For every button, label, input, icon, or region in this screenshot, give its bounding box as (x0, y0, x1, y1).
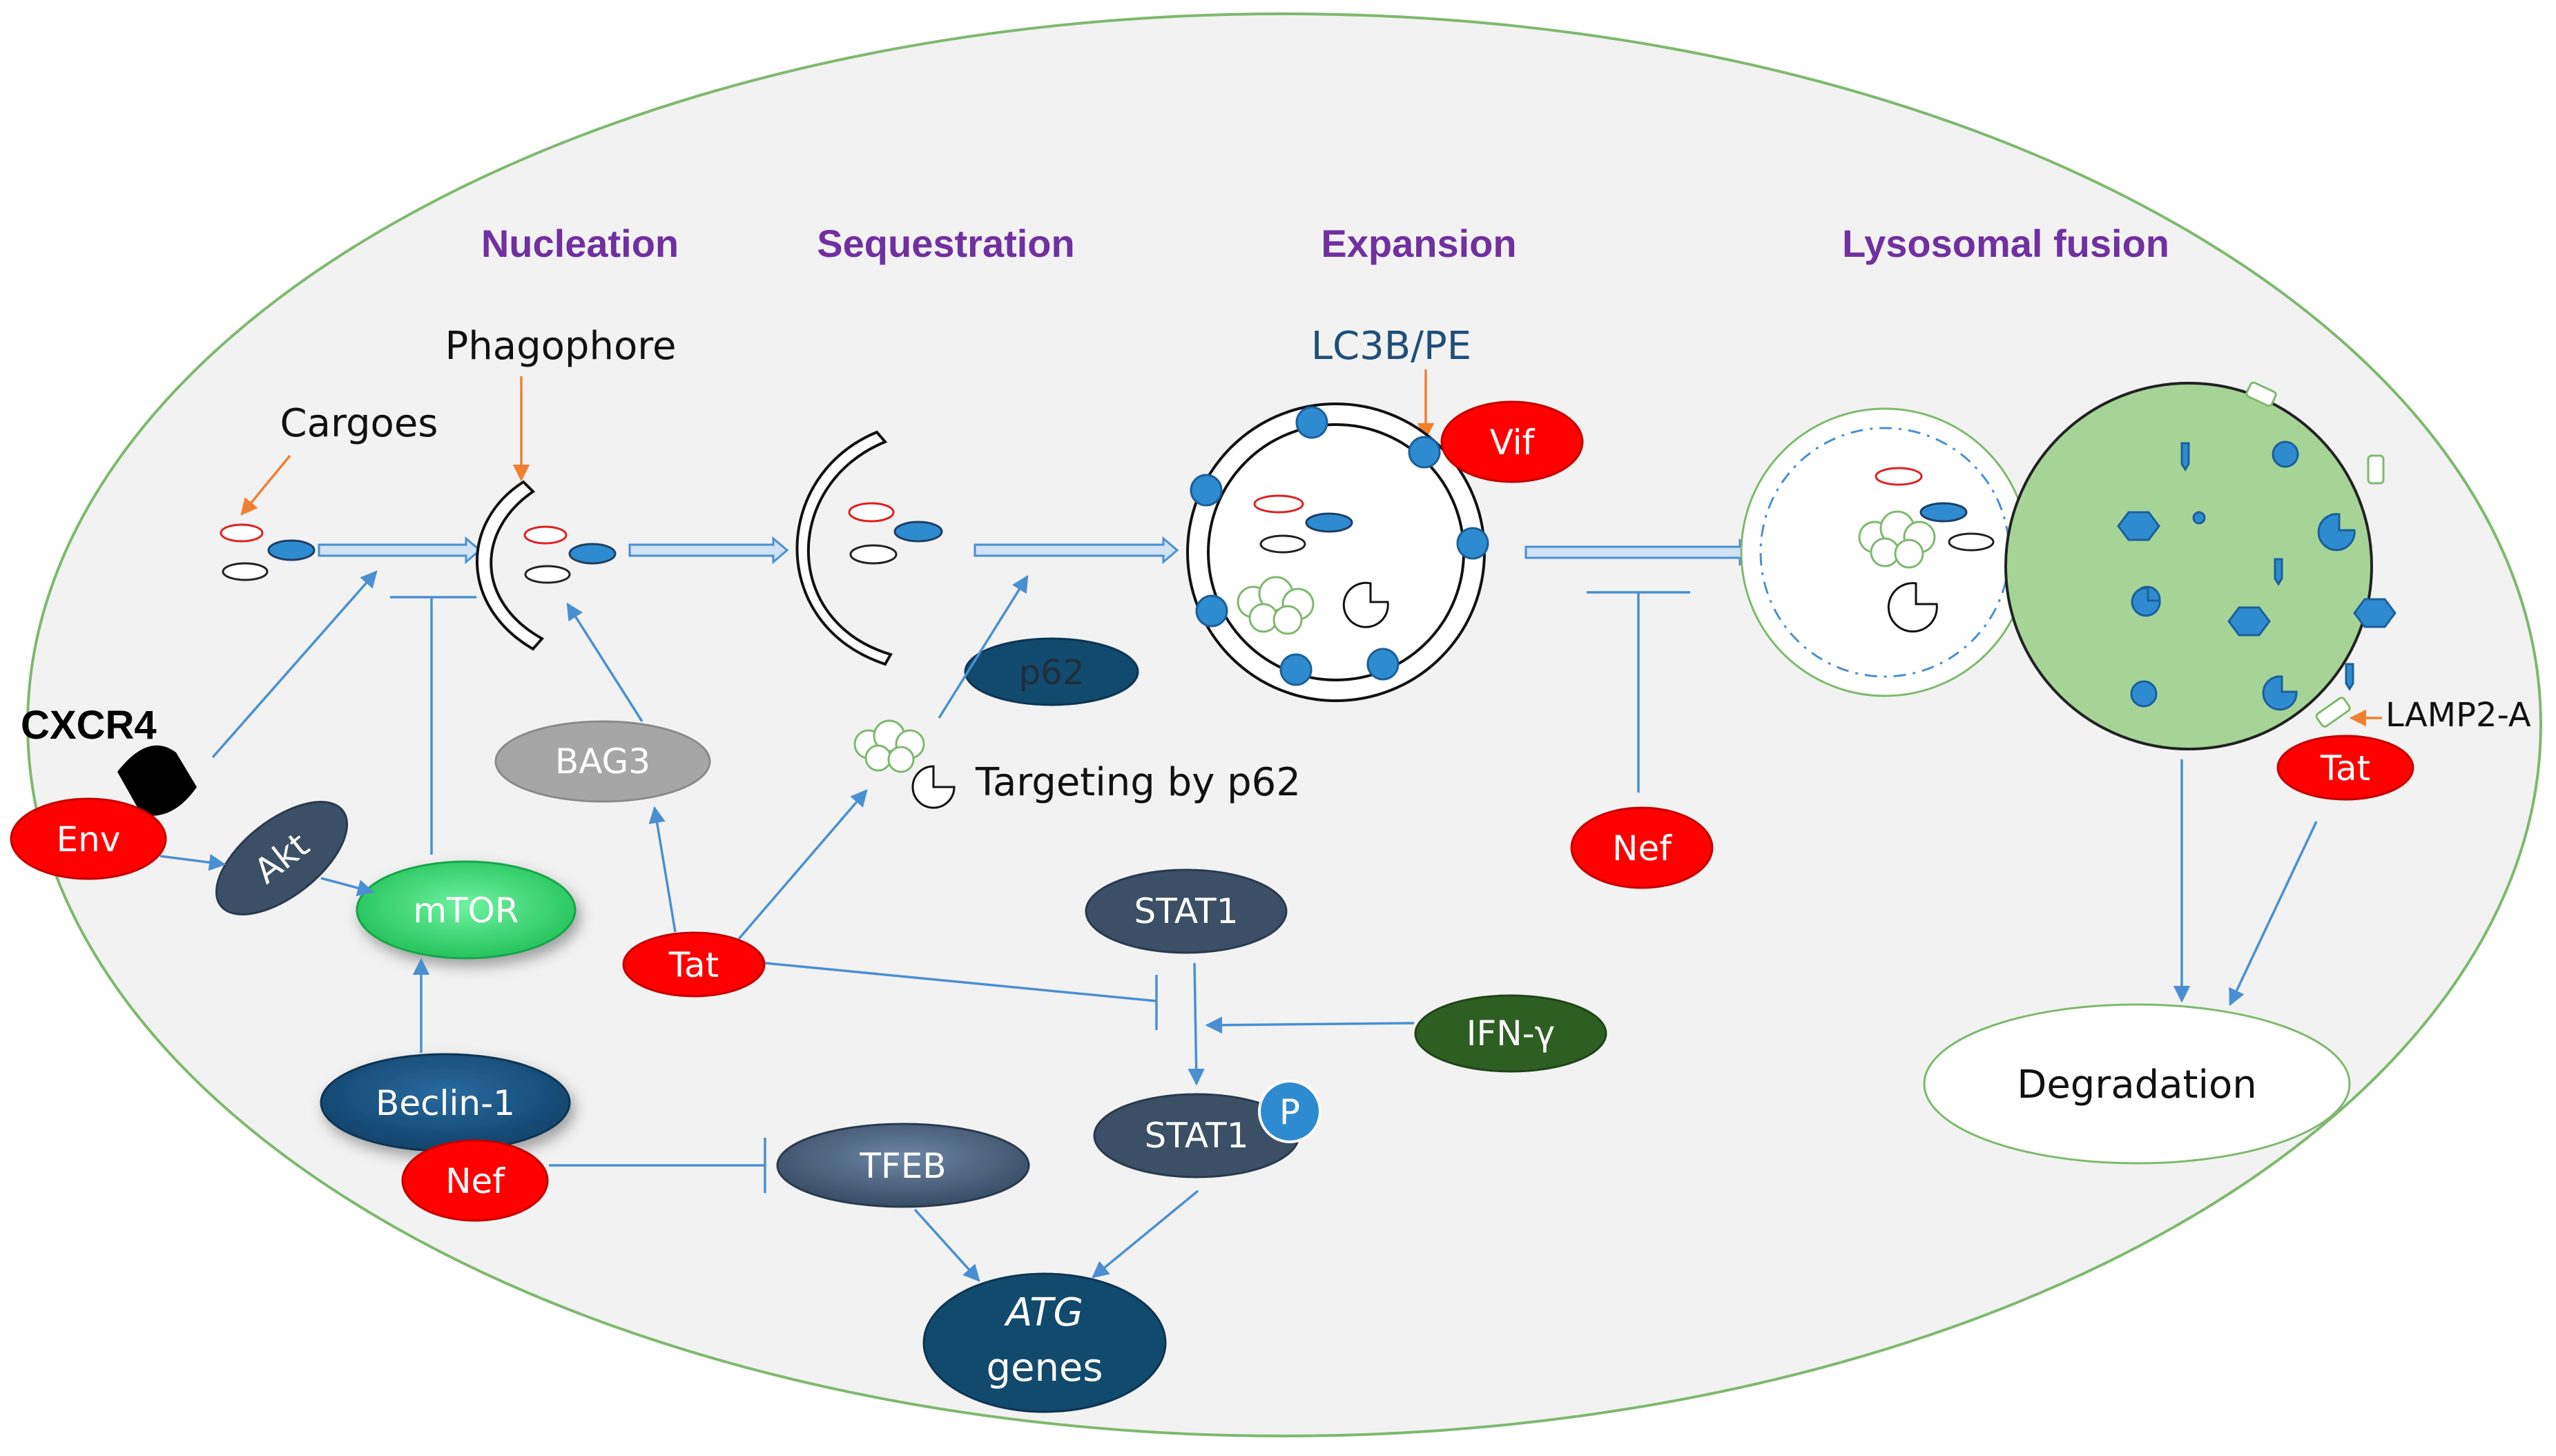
tfeb-to-atg (913, 1208, 980, 1282)
phagophore-label: Phagophore (445, 324, 677, 369)
atg-label-line1: ATG (1004, 1290, 1083, 1335)
cargoes-label: Cargoes (280, 401, 438, 446)
nef-right-label: Nef (1612, 828, 1672, 868)
ifn-gamma-node (1414, 994, 1607, 1073)
phospho-badge (1258, 1080, 1321, 1143)
lc3b-pe-label: LC3B/PE (1311, 324, 1471, 369)
atg-genes-node (922, 1272, 1167, 1413)
cxcr4-to-nucleation (211, 570, 378, 759)
lamp2a-label: LAMP2-A (2385, 696, 2531, 735)
pac-shape-icon-3 (911, 765, 956, 809)
cargo-group-2 (523, 525, 617, 584)
tat-center-label: Tat (668, 945, 719, 985)
degradation-node (1923, 1003, 2351, 1165)
beclin1-label: Beclin-1 (376, 1083, 515, 1123)
cxcr4-label: CXCR4 (21, 703, 157, 748)
akt-to-mtor (320, 877, 375, 897)
pac-shape-icon-2 (1887, 582, 1938, 633)
cell-membrane (26, 12, 2542, 1437)
targeting-to-sequestration (938, 574, 1029, 719)
aggregate-cloud-icon-3 (853, 719, 925, 773)
sequestration-membrane (795, 430, 893, 666)
stat1-top-node (1085, 868, 1288, 954)
env-node (10, 797, 167, 880)
akt-node (215, 801, 349, 915)
cargo-group-4 (1253, 494, 1353, 554)
nef-left-label: Nef (445, 1161, 505, 1201)
tat-to-targeting (737, 789, 868, 940)
aggregate-cloud-icon (1237, 576, 1315, 635)
cxcr4-receptor-icon (117, 745, 197, 816)
lc3b-dots (1190, 406, 1489, 686)
stage-nucleation: Nucleation (481, 222, 679, 265)
phospho-label: P (1279, 1092, 1300, 1132)
stage-expansion: Expansion (1321, 222, 1516, 265)
cargo-group-3 (848, 502, 943, 565)
stage-lysosomal-fusion: Lysosomal fusion (1842, 222, 2169, 265)
cargo-group-5 (1875, 467, 1995, 552)
tfeb-label: TFEB (859, 1146, 946, 1186)
pac-shape-icon (1342, 581, 1389, 628)
cargoes-pointer (240, 454, 291, 516)
tat-center-node (622, 931, 766, 998)
stat1-to-atg (1092, 1190, 1199, 1279)
lysosome (2004, 382, 2373, 750)
tat-to-bag3 (648, 806, 677, 933)
env-label: Env (57, 819, 121, 860)
nef-left-node (401, 1139, 549, 1222)
nef-inhibits-tfeb (549, 1138, 766, 1193)
mtor-label: mTOR (413, 891, 519, 931)
flow-arrow-2 (628, 536, 789, 565)
ifn-gamma-label: IFN-γ (1466, 1013, 1556, 1054)
mtor-node (356, 860, 577, 960)
p62-node (964, 637, 1139, 706)
vif-node (1440, 400, 1584, 483)
stat1-bottom-label: STAT1 (1144, 1116, 1248, 1156)
mtor-inhibits-nucleation (390, 596, 476, 855)
tat-right-node (2276, 735, 2414, 801)
lamp2a-transporters (2245, 381, 2385, 728)
env-to-akt (159, 854, 226, 871)
flow-arrow-3 (974, 536, 1179, 565)
stage-sequestration: Sequestration (817, 222, 1074, 265)
flow-arrow-1 (318, 536, 482, 565)
nef-inhibits-fusion (1587, 591, 1690, 793)
tat-right-label: Tat (2320, 748, 2371, 788)
tat-to-degradation (2229, 821, 2318, 1007)
nef-right-node (1570, 806, 1714, 889)
stat1-top-label: STAT1 (1134, 891, 1238, 931)
phagophore-membrane (475, 480, 545, 651)
ifn-to-stat1 (1205, 1016, 1415, 1034)
cargo-group-1 (220, 523, 316, 581)
degradation-label: Degradation (2017, 1062, 2257, 1107)
bag3-label: BAG3 (555, 741, 650, 782)
stat1-activation (1188, 962, 1205, 1086)
vif-label: Vif (1490, 423, 1536, 463)
tfeb-node (776, 1123, 1030, 1208)
bag3-to-phagophore (566, 602, 643, 722)
aggregate-cloud-icon-2 (1858, 510, 1936, 569)
bag3-node (494, 720, 711, 803)
p62-label: p62 (1018, 652, 1084, 692)
tat-inhibits-stat1 (764, 962, 1158, 1030)
lysosome-contents (2117, 440, 2397, 711)
atg-label-line2: genes (986, 1346, 1103, 1390)
targeting-p62-label: Targeting by p62 (975, 760, 1301, 805)
